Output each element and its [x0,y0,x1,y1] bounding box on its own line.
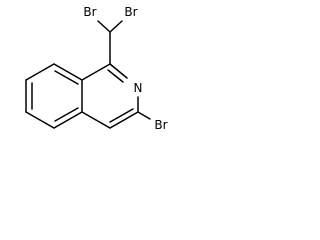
bond-c5-c4a-double [54,107,79,122]
bond-c1-n-double [107,69,124,83]
structure-canvas: Br Br N Br [0,0,190,158]
bond-c3-c4-double [109,108,134,123]
bond-c8-c7 [25,63,55,81]
atom-br-ring: Br [154,118,167,132]
atom-br-right: Br [124,5,137,19]
bond-lines [25,20,151,129]
bond-c8a-c1 [81,63,111,81]
bond-c8a-c8-double [54,70,79,85]
bond-ch-br-left [97,20,111,33]
bond-c1-n [109,63,128,79]
bond-c8a-c8 [53,63,83,81]
bond-c3-c4 [109,111,139,129]
atom-nitrogen: N [134,81,143,95]
atom-br-left: Br [83,5,96,19]
molecule-structure: Br Br N Br [25,5,168,132]
bond-c3-br [137,111,151,120]
bond-c4-c4a [81,111,111,129]
bond-c5-c4a [53,111,83,129]
bond-ch-br-right [109,20,123,33]
bond-c6-c5 [25,111,55,129]
